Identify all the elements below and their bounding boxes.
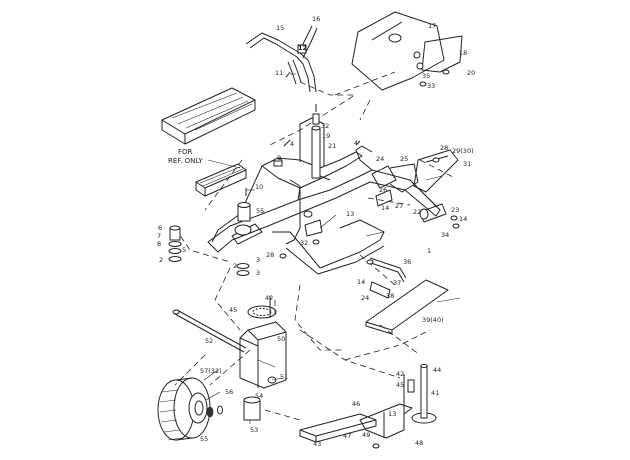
callout-4: 4 [290,140,294,148]
tie-rod [172,309,247,353]
side-bracket [413,149,459,193]
callout-9: 9 [277,154,281,162]
fastener-hardware [245,69,460,449]
callout-34: 34 [441,231,449,239]
callout-14: 14 [459,215,467,223]
callout-7: 7 [157,232,161,240]
callout-14: 14 [357,278,365,286]
callout-21: 21 [328,142,336,150]
callout-42: 42 [396,370,404,378]
callout-24: 24 [376,155,384,163]
callout-2: 2 [233,262,237,270]
callout-55: 55 [256,207,264,215]
callout-11: 11 [275,69,283,77]
note-line-1: FOR [178,148,193,156]
callout-23: 23 [451,206,459,214]
callout-17: 17 [428,22,436,30]
callout-57-32: 57(32) [200,367,222,375]
callout-51: 51 [280,373,288,381]
callout-1: 1 [427,247,431,255]
callout-2: 2 [159,256,163,264]
callout-16: 16 [312,15,320,23]
callout-37: 37 [393,279,401,287]
callout-18: 18 [459,49,467,57]
callout-19: 19 [322,132,330,140]
callout-5: 5 [182,246,186,254]
callout-33: 33 [427,82,435,90]
callout-42: 42 [265,294,273,302]
callout-44: 44 [433,366,441,374]
leader-lines [203,73,461,424]
reference-note: FOR REF. ONLY [168,148,203,165]
reference-deck [161,87,256,197]
callout-4: 4 [354,139,358,147]
callout-14: 14 [381,204,389,212]
callout-12: 12 [298,44,307,52]
callout-49: 49 [362,431,370,439]
steering-post [311,104,321,179]
callout-54: 54 [255,392,263,400]
callout-35: 35 [422,72,430,80]
callout-27: 27 [395,202,403,210]
rear-link [366,257,407,299]
callout-28: 28 [440,144,448,152]
note-line-2: REF. ONLY [168,157,203,165]
callout-45: 45 [396,381,404,389]
callout-56: 56 [225,388,233,396]
callout-36: 36 [403,258,411,266]
lower-plate [365,279,449,335]
callout-52: 52 [205,337,213,345]
callout-8: 8 [157,240,161,248]
callout-48: 48 [415,439,423,447]
callout-13: 13 [388,410,396,418]
callout-55: 55 [200,435,208,443]
callout-10: 10 [255,183,263,191]
callout-24: 24 [361,294,369,302]
callout-38: 38 [386,292,394,300]
callout-28: 28 [266,251,274,259]
callout-41: 41 [431,389,439,397]
callout-45: 45 [229,306,237,314]
callout-50: 50 [277,335,285,343]
handlebar-assembly [245,25,318,93]
callout-32: 32 [300,239,308,247]
callout-20: 20 [467,69,475,77]
callout-13: 13 [346,210,354,218]
callout-3: 3 [256,256,260,264]
callout-31: 31 [463,160,471,168]
callout-6: 6 [158,224,162,232]
callout-43: 43 [313,440,321,448]
front-wheel [157,377,261,441]
callout-47: 47 [343,432,351,440]
callout-53: 53 [250,426,258,434]
callout-39-40: 39(40) [422,316,444,324]
callout-15: 15 [276,24,284,32]
callout-32: 32 [321,122,329,130]
callout-22: 22 [413,208,421,216]
part-callouts: 1 2 2 3 3 4 4 5 6 7 8 9 10 11 12 13 13 1… [157,15,475,448]
callout-25: 25 [400,155,408,163]
callout-29-30: 29(30) [452,147,474,155]
pivot-bracket [371,163,447,223]
left-hardware [168,202,251,276]
console-panel [351,11,463,91]
callout-26: 26 [379,186,387,194]
callout-3: 3 [256,269,260,277]
lift-assembly [299,364,437,443]
callout-46: 46 [352,400,360,408]
main-frame [207,117,441,275]
